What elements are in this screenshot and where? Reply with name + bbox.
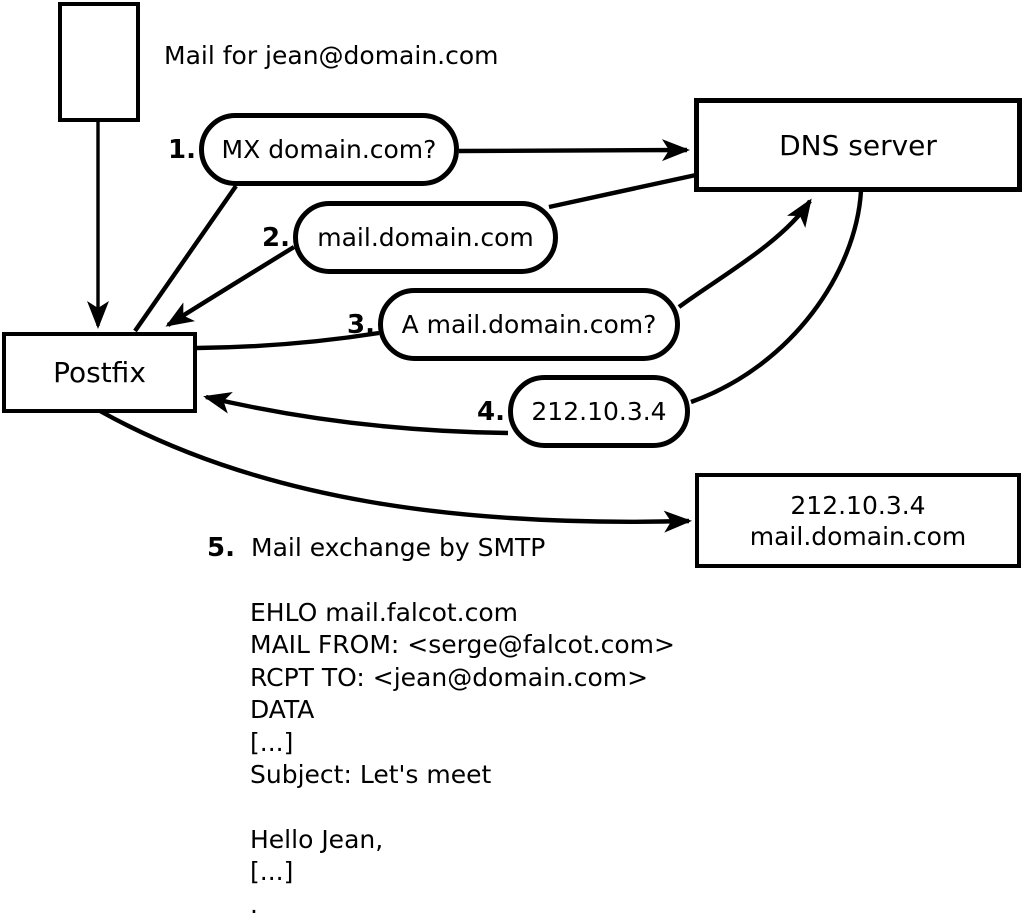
step5-number: 5. [207,533,235,563]
smtp-line: EHLO mail.falcot.com [250,598,519,627]
step3-a-query-text: A mail.domain.com? [401,310,657,339]
postfix-label: Postfix [53,356,146,389]
step4-number: 4. [477,397,505,427]
smtp-line-blank [250,791,675,823]
smtp-line: Subject: Let's meet [250,759,492,789]
arrow-mx-query-to-dns [458,139,690,162]
step3-a-query-bubble: A mail.domain.com? [378,288,680,361]
connector-postfix-to-mx-query [133,184,238,333]
connector-dns-to-a-reply [690,190,864,405]
smtp-line: [...] [250,857,294,887]
step1-mx-query-text: MX domain.com? [221,135,437,164]
arrow-mx-reply-to-postfix [165,245,296,327]
smtp-line: Hello Jean, [250,824,384,854]
arrow-postfix-to-mail-server [98,409,692,533]
step2-mx-reply-bubble: mail.domain.com [293,201,558,274]
smtp-line-end-of-data: . [250,889,258,919]
step4-a-reply-text: 212.10.3.4 [531,397,667,426]
connector-postfix-to-a-query [196,330,380,351]
connector-dns-to-mx-reply [548,172,697,210]
smtp-line: DATA [250,695,315,725]
step1-number: 1. [168,135,196,165]
step4-a-reply-bubble: 212.10.3.4 [508,375,690,448]
dns-server-label: DNS server [779,128,937,162]
step5-caption: Mail exchange by SMTP [251,533,546,562]
mail-message-node [58,2,140,122]
mail-server-node: 212.10.3.4 mail.domain.com [695,473,1021,568]
smtp-line: [...] [250,727,294,757]
smtp-line: MAIL FROM: <serge@falcot.com> [250,630,675,660]
step2-mx-reply-text: mail.domain.com [317,223,534,252]
smtp-session-transcript: EHLO mail.falcot.com MAIL FROM: <serge@f… [250,597,675,919]
postfix-node: Postfix [2,332,197,413]
arrow-a-reply-to-postfix [203,392,509,436]
arrow-a-query-to-dns [677,198,812,309]
step1-mx-query-bubble: MX domain.com? [199,113,459,186]
step2-number: 2. [262,223,290,253]
mail-server-hostname: mail.domain.com [749,521,967,551]
mail-for-label: Mail for jean@domain.com [164,41,499,70]
step3-number: 3. [347,310,375,340]
smtp-line: RCPT TO: <jean@domain.com> [250,662,649,692]
mail-server-ip: 212.10.3.4 [790,490,926,520]
dns-server-node: DNS server [694,98,1022,192]
